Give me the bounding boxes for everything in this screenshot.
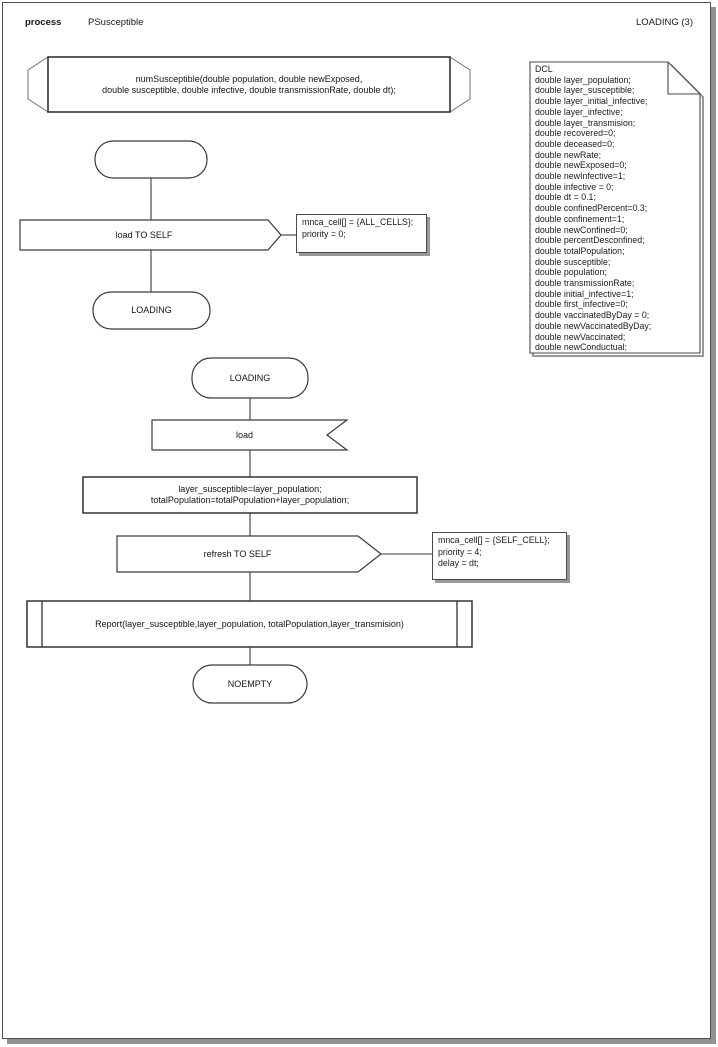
state-loading-1-label: LOADING [131, 305, 172, 315]
output-refresh-symbol[interactable] [116, 535, 382, 573]
procedure-call-report-symbol[interactable] [26, 600, 473, 648]
procedure-declaration-label: numSusceptible(double population, double… [102, 73, 396, 95]
connector-lines [150, 178, 432, 665]
dcl-declarations-text: DCL double layer_population; double laye… [535, 64, 652, 353]
state-loading-2-symbol[interactable] [191, 357, 309, 399]
procedure-call-report-label: Report(layer_susceptible,layer_populatio… [95, 618, 404, 629]
dcl-fold-corner [667, 62, 700, 95]
start-state-symbol[interactable] [94, 140, 208, 179]
state-noempty-label: NOEMPTY [227, 678, 273, 689]
output-load-symbol[interactable] [19, 219, 282, 251]
header-page-label: LOADING (3) [635, 17, 693, 28]
state-noempty-symbol[interactable] [192, 664, 308, 704]
procedure-declaration-box[interactable] [47, 56, 451, 113]
input-load-label: load [235, 429, 253, 440]
procedure-right-bracket [449, 56, 471, 113]
comment-refresh-params[interactable]: mnca_cell[] = {SELF_CELL}; priority = 4;… [432, 532, 567, 580]
header-process-keyword: process [25, 17, 62, 28]
task-assignment-label: layer_susceptible=layer_population; tota… [150, 484, 350, 505]
output-refresh-label: refresh TO SELF [203, 548, 272, 559]
task-assignment-symbol[interactable] [82, 476, 418, 514]
state-loading-2-label: LOADING [229, 372, 271, 383]
dcl-outline[interactable] [529, 61, 701, 354]
procedure-declaration-symbol[interactable] [27, 56, 471, 113]
procedure-left-bracket [27, 56, 49, 113]
comment-load-params[interactable]: mnca_cell[] = {ALL_CELLS}; priority = 0; [296, 214, 427, 253]
dcl-text-symbol[interactable] [529, 61, 704, 357]
header-process-name: PSusceptible [88, 17, 144, 28]
output-load-label: load TO SELF [115, 229, 173, 240]
state-loading-1-symbol[interactable] [92, 291, 211, 330]
procedure-call-box[interactable] [26, 600, 473, 648]
input-load-symbol[interactable] [151, 419, 349, 451]
